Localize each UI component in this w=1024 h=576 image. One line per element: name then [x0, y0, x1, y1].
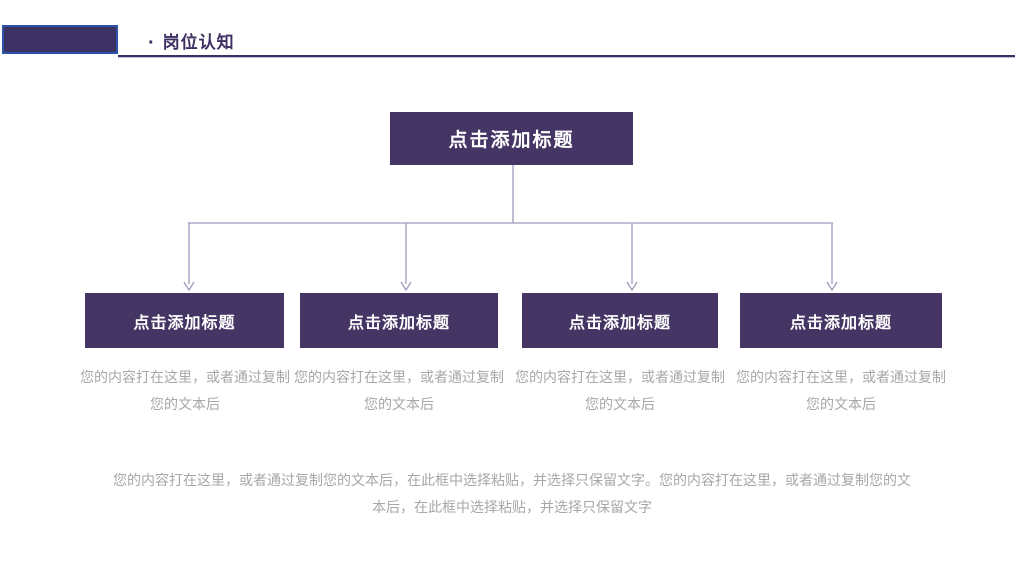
connector-lines: [183, 165, 838, 292]
page-title-text: 岗位认知: [162, 33, 235, 52]
child-node-label: 点击添加标题: [347, 314, 450, 332]
child-node-label: 点击添加标题: [568, 314, 671, 332]
title-bullet-icon: ·: [148, 32, 156, 54]
footer-paragraph: 您的内容打在这里，或者通过复制您的文本后，在此框中选择粘贴，并选择只保留文字。您…: [113, 472, 911, 515]
node-caption: 您的内容打在这里，或者通过复制您的文本后: [515, 369, 725, 412]
node-caption: 您的内容打在这里，或者通过复制您的文本后: [80, 369, 290, 412]
root-node-box: 点击添加标题: [390, 112, 633, 165]
header-accent-block: [2, 25, 118, 54]
page-title: · 岗位认知: [148, 33, 235, 53]
arrow-down-icon: [826, 281, 838, 292]
child-node-box: 点击添加标题: [300, 293, 498, 348]
node-caption: 您的内容打在这里，或者通过复制您的文本后: [294, 369, 504, 412]
child-node-box: 点击添加标题: [85, 293, 284, 348]
arrow-down-icon: [183, 281, 195, 292]
child-node-label: 点击添加标题: [133, 314, 236, 332]
node-caption: 您的内容打在这里，或者通过复制您的文本后: [736, 369, 946, 412]
child-node-label: 点击添加标题: [789, 314, 892, 332]
child-node-box: 点击添加标题: [740, 293, 942, 348]
child-node-box: 点击添加标题: [522, 293, 718, 348]
root-node-label: 点击添加标题: [448, 130, 575, 151]
header-rule: [118, 55, 1015, 58]
arrow-down-icon: [400, 281, 412, 292]
arrow-down-icon: [626, 281, 638, 292]
